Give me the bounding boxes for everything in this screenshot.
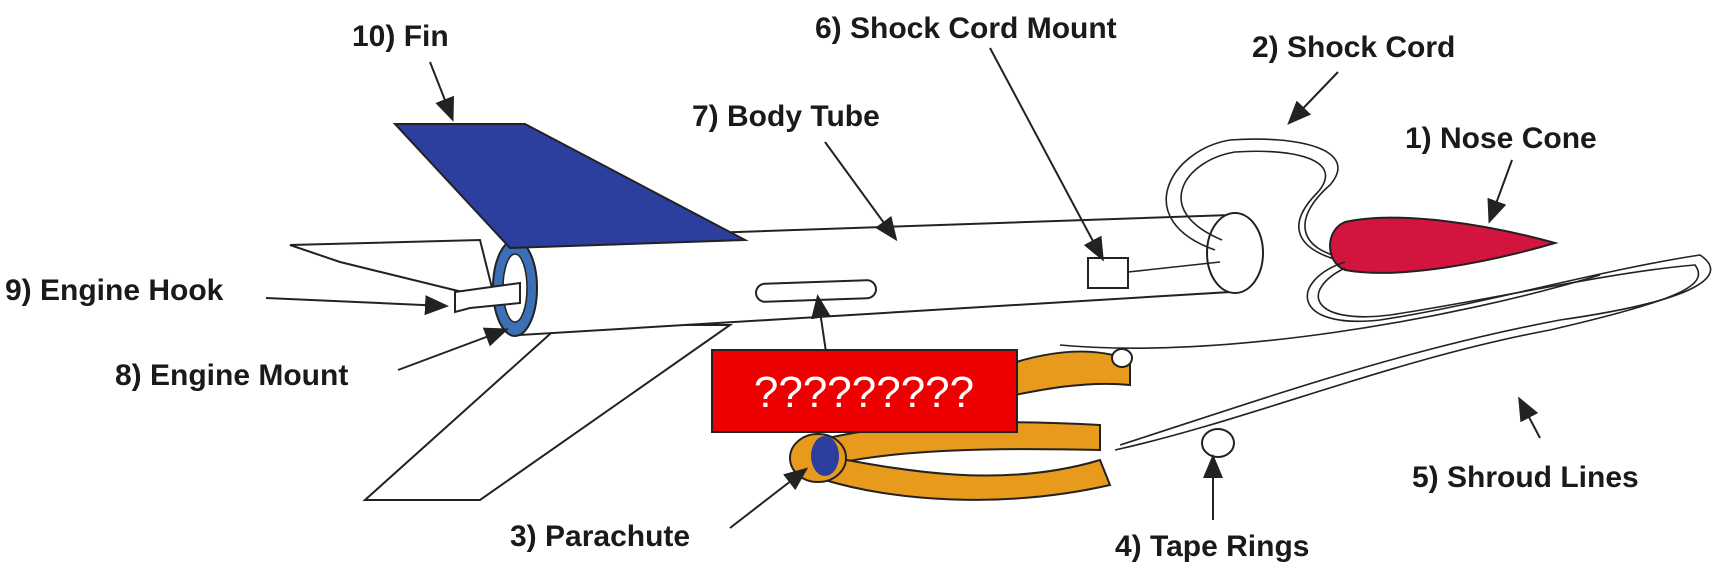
tape-ring	[1201, 428, 1235, 458]
shock-cord-mount-line	[1127, 261, 1221, 273]
redacted-label: ?????????	[754, 368, 974, 417]
label-shock-cord: 2) Shock Cord	[1252, 31, 1455, 64]
label-shroud-lines: 5) Shroud Lines	[1412, 461, 1639, 494]
engine-mount-arrow	[397, 327, 509, 371]
shroud-lines-2	[1114, 264, 1700, 451]
engine-hook	[454, 281, 521, 314]
label-nose-cone: 1) Nose Cone	[1405, 122, 1597, 155]
label-shock-cord-mount: 6) Shock Cord Mount	[815, 12, 1117, 45]
shock-cord-2	[1180, 150, 1346, 263]
shock-cord-arrow	[1287, 71, 1339, 125]
fin-arrow	[429, 61, 454, 122]
launch-lug	[755, 279, 877, 303]
shock-cord-mount-arrow	[989, 47, 1104, 262]
parachute-spill-hole-inner	[811, 436, 839, 476]
engine-hook-arrow	[265, 295, 449, 316]
shock-cord-mount	[1087, 257, 1129, 289]
parachute-arrow	[729, 467, 809, 529]
label-fin: 10) Fin	[352, 20, 449, 53]
shroud-lines	[1119, 254, 1712, 446]
redacted-arrow	[811, 294, 831, 353]
label-engine-hook: 9) Engine Hook	[5, 274, 224, 307]
tape-ring-top	[1111, 348, 1133, 368]
shroud-lines-arrow	[1518, 396, 1541, 439]
shock-cord	[1165, 138, 1346, 259]
label-engine-mount: 8) Engine Mount	[115, 359, 348, 392]
parachute-panel-bottom	[818, 453, 1112, 501]
body-tube-top-opening	[1206, 212, 1264, 294]
lower-fin-outline	[362, 324, 734, 501]
body-tube-arrow	[824, 141, 898, 242]
redaction-box	[711, 349, 1018, 433]
label-tape-rings: 4) Tape Rings	[1115, 530, 1309, 563]
nose-cone	[1329, 216, 1559, 274]
label-parachute: 3) Parachute	[510, 520, 690, 553]
fin	[392, 123, 749, 250]
nose-cone-arrow	[1487, 159, 1513, 224]
shroud-lines-3	[1059, 274, 1601, 349]
label-body-tube: 7) Body Tube	[692, 100, 880, 133]
